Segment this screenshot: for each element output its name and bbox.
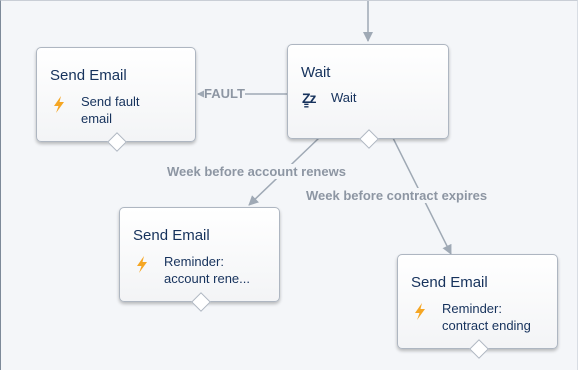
node-label-line: Send fault xyxy=(81,94,140,109)
send-email-contract-node[interactable]: Send Email Reminder: contract ending xyxy=(397,254,558,359)
node-type: Send Email xyxy=(411,274,488,291)
node-label: Wait xyxy=(331,90,357,105)
expires-connector-label: Week before contract expires xyxy=(306,188,488,203)
node-label-line: Reminder: xyxy=(164,254,224,269)
node-type: Wait xyxy=(301,64,331,81)
lightning-icon xyxy=(137,256,147,273)
node-type: Send Email xyxy=(50,67,127,84)
renews-connector-label: Week before account renews xyxy=(167,164,346,179)
wait-node[interactable]: Wait Z̳z Wait xyxy=(287,44,449,149)
send-email-fault-node[interactable]: Send Email Send fault email xyxy=(36,47,196,152)
node-label: Send fault email xyxy=(81,93,201,127)
node-label-line: email xyxy=(81,111,113,126)
lightning-icon xyxy=(54,96,64,113)
node-label: Reminder: contract ending xyxy=(442,300,562,334)
lightning-icon xyxy=(415,303,425,320)
node-label-line: Reminder: xyxy=(442,301,502,316)
send-email-account-node[interactable]: Send Email Reminder: account rene... xyxy=(119,207,280,312)
node-label: Reminder: account rene... xyxy=(164,253,284,287)
node-type: Send Email xyxy=(133,227,210,244)
node-label-line: account rene... xyxy=(164,271,250,286)
fault-connector-label: FAULT xyxy=(204,86,245,101)
zzz-wait-icon: Z̳z xyxy=(302,90,317,106)
node-label-line: contract ending xyxy=(442,318,531,333)
